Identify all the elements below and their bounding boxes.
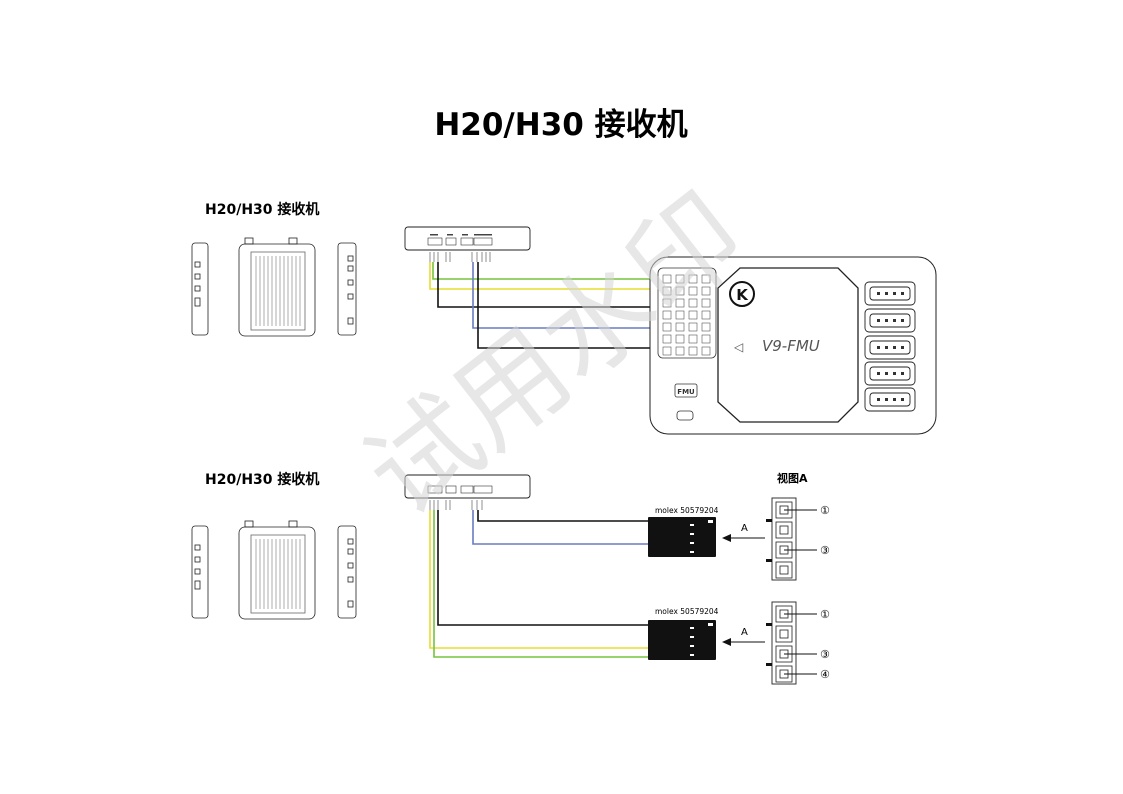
pin-label: ① bbox=[820, 504, 830, 517]
wire-green-top bbox=[432, 262, 700, 280]
pinout-view-upper: ① ③ bbox=[766, 497, 830, 581]
brand-logo-icon bbox=[729, 281, 755, 307]
receiver-connector-block-top bbox=[404, 226, 531, 262]
pin-header-grid bbox=[662, 274, 711, 356]
receiver-side-view-right bbox=[337, 242, 357, 336]
output-port-pins bbox=[877, 292, 904, 401]
receiver-front-view bbox=[238, 526, 316, 620]
fmu-badge-text: FMU bbox=[677, 388, 695, 396]
wire-blue-top bbox=[472, 262, 700, 329]
pinout-view-lower: ① ③ ④ bbox=[766, 601, 830, 685]
brand-logo-letter: K bbox=[736, 286, 749, 304]
wire-black-bottom-1 bbox=[477, 510, 648, 522]
receiver-side-view-left bbox=[191, 242, 209, 336]
fmu-badge bbox=[674, 383, 698, 398]
wire-group-bottom bbox=[429, 510, 648, 658]
molex-connector-upper: molex 50579204 bbox=[648, 506, 719, 557]
wire-black-top-2 bbox=[477, 262, 700, 349]
wire-yellow-top bbox=[429, 262, 700, 290]
section-heading-bottom: H20/H30 接收机 bbox=[205, 471, 319, 488]
wire-blue-bottom bbox=[472, 510, 648, 545]
view-arrow-label-upper: A bbox=[741, 523, 748, 534]
receiver-connector-block-bottom bbox=[404, 474, 531, 510]
receiver-side-view-left bbox=[191, 525, 209, 619]
status-led bbox=[676, 410, 694, 421]
receiver-views-top bbox=[191, 237, 357, 337]
receiver-front-view bbox=[238, 243, 316, 337]
controller-model-label: V9-FMU bbox=[762, 337, 820, 355]
molex-part-label-upper: molex 50579204 bbox=[655, 506, 719, 515]
center-panel bbox=[717, 267, 859, 423]
molex-part-label-lower: molex 50579204 bbox=[655, 607, 719, 616]
pin-header-block bbox=[657, 267, 717, 359]
pin-label: ③ bbox=[820, 648, 830, 661]
pin-label: ① bbox=[820, 608, 830, 621]
output-ports bbox=[864, 281, 916, 412]
page-title: H20/H30 接收机 bbox=[434, 107, 687, 143]
view-arrow-label-lower: A bbox=[741, 627, 748, 638]
receiver-side-view-right bbox=[337, 525, 357, 619]
wire-yellow-bottom bbox=[429, 510, 648, 649]
wire-green-bottom bbox=[433, 510, 648, 658]
wire-group-top bbox=[429, 262, 700, 349]
receiver-views-bottom bbox=[191, 520, 357, 620]
view-arrow-lower: A bbox=[722, 627, 765, 646]
molex-connector-lower: molex 50579204 bbox=[648, 607, 719, 660]
view-arrow-upper: A bbox=[722, 523, 765, 542]
wire-black-bottom-2 bbox=[437, 510, 648, 626]
view-a-title: 视图A bbox=[777, 471, 808, 485]
pin-label: ④ bbox=[820, 668, 830, 681]
flight-controller: K ◁ V9-FMU FMU bbox=[649, 256, 937, 435]
section-heading-top: H20/H30 接收机 bbox=[205, 201, 319, 218]
wire-black-top-1 bbox=[437, 262, 700, 308]
orientation-arrow-icon: ◁ bbox=[733, 340, 743, 354]
pin-label: ③ bbox=[820, 544, 830, 557]
